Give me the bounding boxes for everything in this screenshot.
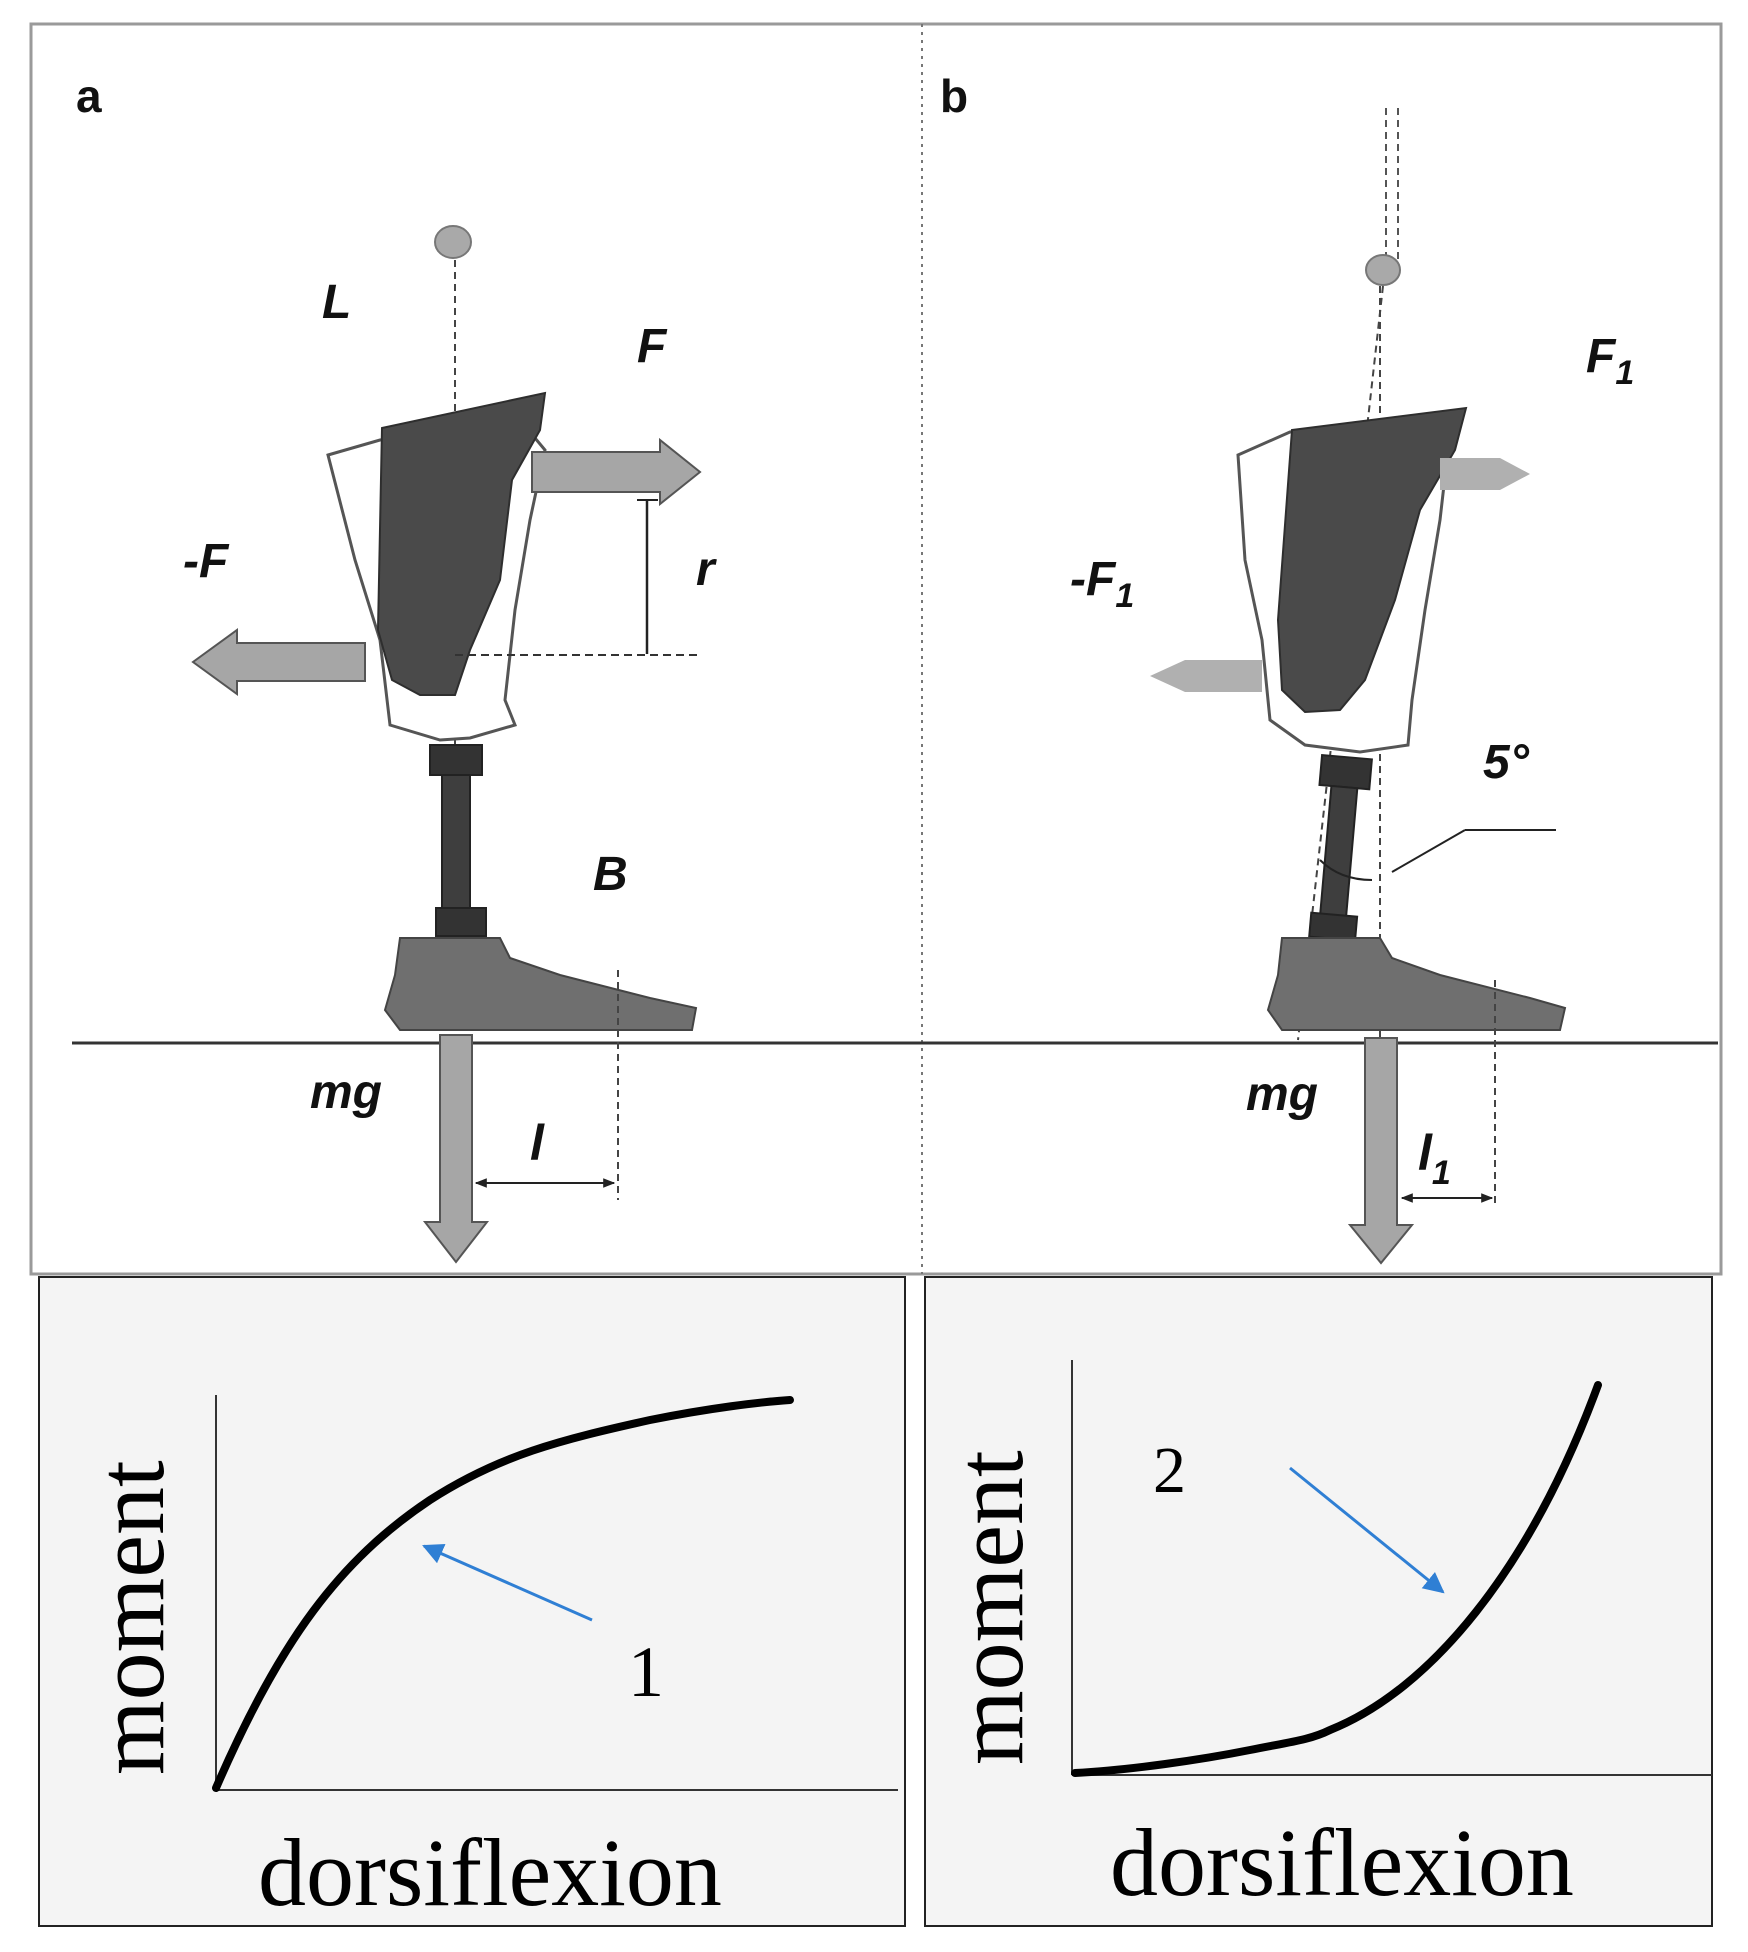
weight-mg-arrow bbox=[1347, 1037, 1415, 1265]
label-mg: mg bbox=[310, 1066, 382, 1119]
graph-right: 2 moment dorsiflexion bbox=[924, 1276, 1713, 1927]
panel-a: a L F -F r B mg l bbox=[76, 70, 717, 1264]
label-negF1-sub: 1 bbox=[1115, 577, 1134, 615]
label-B: B bbox=[593, 848, 628, 901]
pointer-arrow-2 bbox=[1289, 1466, 1445, 1594]
panel-a-letter: a bbox=[76, 70, 102, 122]
graph-right-ylabel: moment bbox=[936, 1450, 1043, 1765]
label-F: F bbox=[637, 320, 668, 373]
pylon-bottom-adapter bbox=[1308, 911, 1359, 942]
label-l1-sub: 1 bbox=[1432, 1154, 1451, 1192]
pylon bbox=[441, 774, 471, 911]
pylon-bottom-adapter bbox=[435, 907, 487, 937]
label-negF: -F bbox=[183, 535, 230, 588]
graph-left-ylabel: moment bbox=[77, 1460, 184, 1775]
label-l1-main: l bbox=[1418, 1125, 1433, 1181]
label-r: r bbox=[696, 543, 717, 596]
graph-right-xlabel: dorsiflexion bbox=[1110, 1809, 1574, 1916]
weight-mg-arrow bbox=[422, 1034, 490, 1264]
prosthetic-foot bbox=[1266, 937, 1567, 1031]
socket bbox=[1276, 406, 1468, 714]
label-F1: F1 bbox=[1586, 330, 1634, 392]
label-negF1: -F1 bbox=[1070, 553, 1134, 615]
graph-left: 1 moment dorsiflexion bbox=[38, 1276, 906, 1927]
curve-label-2: 2 bbox=[1153, 1434, 1186, 1507]
label-mg: mg bbox=[1246, 1068, 1318, 1121]
label-L: L bbox=[322, 276, 351, 329]
pylon-top-adapter bbox=[429, 744, 483, 776]
curve-2 bbox=[1071, 1381, 1602, 1777]
force-negF1-arrow bbox=[1150, 660, 1262, 692]
label-l1: l1 bbox=[1418, 1125, 1451, 1192]
graph-left-frame bbox=[38, 1276, 906, 1927]
knee-center-marker bbox=[434, 225, 472, 259]
force-F-arrow bbox=[531, 437, 702, 507]
socket bbox=[376, 391, 547, 696]
label-angle: 5° bbox=[1483, 736, 1530, 789]
panel-b: b F1 -F bbox=[940, 70, 1634, 1265]
knee-center-marker bbox=[1365, 254, 1401, 286]
tilted-load-line bbox=[1297, 285, 1384, 1041]
curve-label-1: 1 bbox=[628, 1632, 664, 1712]
curve-1 bbox=[212, 1396, 794, 1792]
angle-leader bbox=[1391, 829, 1466, 873]
label-F1-main: F bbox=[1586, 330, 1617, 383]
panel-b-letter: b bbox=[940, 70, 968, 122]
force-F1-arrow bbox=[1440, 458, 1530, 490]
pylon-group bbox=[1308, 753, 1373, 942]
force-negF-arrow bbox=[191, 628, 366, 696]
label-negF1-main: -F bbox=[1070, 553, 1117, 606]
graph-right-frame bbox=[924, 1276, 1713, 1927]
pointer-arrow-1 bbox=[422, 1544, 593, 1622]
label-F1-sub: 1 bbox=[1615, 354, 1634, 392]
graph-left-xlabel: dorsiflexion bbox=[258, 1819, 722, 1926]
label-l: l bbox=[530, 1115, 545, 1171]
pylon-top-adapter bbox=[1318, 753, 1373, 791]
angle-arc bbox=[1319, 859, 1373, 881]
